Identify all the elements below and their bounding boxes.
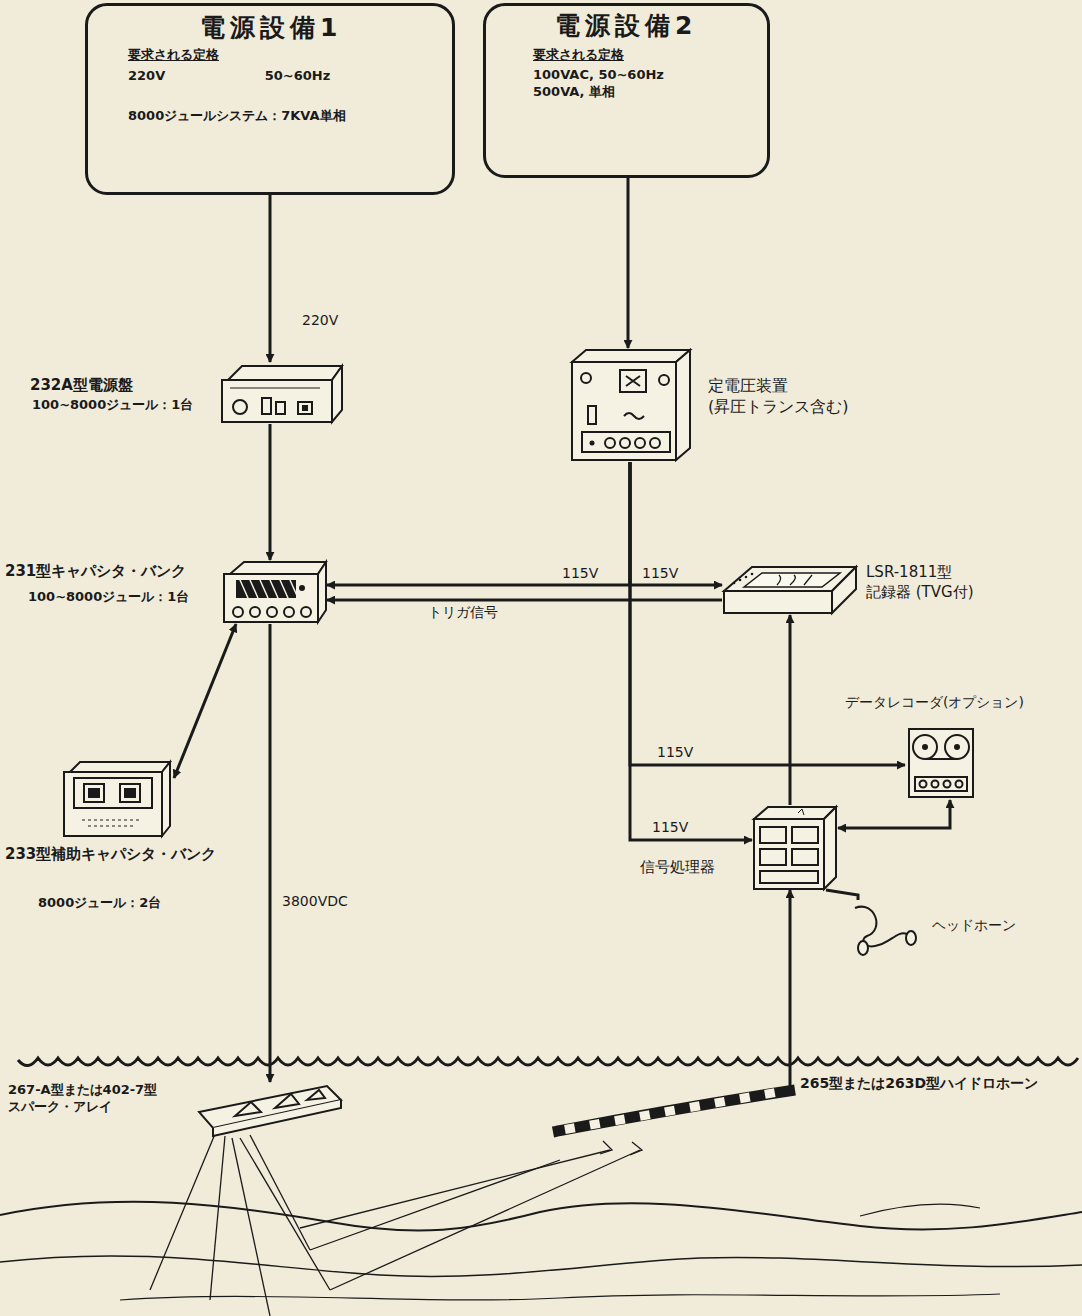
node-text: 8000ジュールシステム：7KVA単相 bbox=[128, 108, 346, 125]
connector bbox=[789, 615, 792, 805]
node-text: 8000ジュール：2台 bbox=[38, 895, 161, 912]
proc-unit: 信号処理器 bbox=[752, 805, 838, 890]
connector bbox=[269, 624, 272, 1082]
connector bbox=[630, 462, 905, 765]
edge-label: トリガ信号 bbox=[426, 604, 500, 621]
edge-label: 115V bbox=[655, 744, 695, 761]
rec-unit: LSR-1811型 記録器 (TVG付) bbox=[722, 565, 858, 615]
node-heading: 電源設備2 bbox=[555, 10, 697, 43]
node-heading: 231型キャパシタ・バンク bbox=[5, 562, 186, 582]
node-text: 100VAC, 50~60Hz 500VA, 単相 bbox=[533, 67, 683, 101]
connector bbox=[327, 462, 630, 585]
node-heading: 定電圧装置 (昇圧トランス含む) bbox=[708, 376, 858, 418]
node-heading: 267-A型または402-7型 スパーク・アレイ bbox=[8, 1082, 193, 1116]
phones-unit: ヘッドホーン bbox=[845, 900, 915, 955]
aux-drawing bbox=[62, 758, 174, 838]
seabed bbox=[0, 1202, 1082, 1300]
edge-label: 3800VDC bbox=[280, 893, 350, 910]
connector bbox=[327, 599, 722, 602]
connector bbox=[630, 462, 752, 840]
panel-drawing bbox=[220, 362, 345, 424]
edge-label: 220V bbox=[300, 312, 340, 329]
node-text: 100~8000ジュール：1台 bbox=[28, 589, 189, 606]
hydro-drawing bbox=[545, 1088, 805, 1138]
node-heading: 232A型電源盤 bbox=[30, 376, 133, 396]
hydro-unit: 265型または263D型ハイドロホーン bbox=[545, 1088, 805, 1138]
cap-drawing bbox=[222, 560, 327, 624]
panel-unit: 232A型電源盤100~8000ジュール：1台 bbox=[220, 362, 345, 424]
node-heading: 電源設備1 bbox=[200, 12, 342, 45]
node-text: 220V 50~60Hz bbox=[128, 68, 330, 85]
phones-drawing bbox=[845, 900, 915, 955]
node-heading: ヘッドホーン bbox=[932, 916, 1016, 934]
edge-label: 115V bbox=[640, 565, 680, 582]
tape-drawing bbox=[905, 725, 977, 800]
reg-unit: 定電圧装置 (昇圧トランス含む) bbox=[570, 348, 692, 462]
spark-unit: 267-A型または402-7型 スパーク・アレイ bbox=[195, 1082, 345, 1138]
node-heading: 265型または263D型ハイドロホーン bbox=[800, 1074, 1038, 1092]
spark-drawing bbox=[195, 1082, 345, 1138]
aux-unit: 233型補助キャパシタ・バンク8000ジュール：2台 bbox=[62, 758, 174, 838]
node-heading: LSR-1811型 記録器 (TVG付) bbox=[866, 563, 976, 602]
power-supply-box: 電源設備2 要求される定格 100VAC, 50~60Hz 500VA, 単相 bbox=[483, 3, 770, 178]
node-text: 100~8000ジュール：1台 bbox=[32, 397, 193, 414]
edge-label: 115V bbox=[650, 819, 690, 836]
edge-label: 115V bbox=[560, 565, 600, 582]
node-heading: データレコーダ(オプション) bbox=[845, 693, 1024, 711]
proc-drawing bbox=[752, 805, 838, 890]
cap-unit: 231型キャパシタ・バンク100~8000ジュール：1台 bbox=[222, 560, 327, 624]
node-heading: 233型補助キャパシタ・バンク bbox=[5, 845, 216, 865]
connector bbox=[630, 462, 722, 585]
connector bbox=[269, 424, 272, 560]
power-supply-box: 電源設備1 要求される定格 220V 50~60Hz 8000ジュールシステム：7KV… bbox=[85, 3, 455, 195]
connector bbox=[269, 195, 272, 362]
sound-rays bbox=[150, 1134, 642, 1316]
sea-surface bbox=[18, 1058, 1078, 1066]
connector bbox=[174, 624, 236, 778]
node-heading: 信号処理器 bbox=[640, 858, 715, 878]
connector bbox=[627, 178, 630, 348]
wave-line bbox=[18, 1058, 1078, 1066]
connector bbox=[789, 890, 792, 1088]
node-text: 要求される定格 bbox=[128, 47, 219, 64]
connector bbox=[838, 800, 950, 828]
rec-drawing bbox=[722, 565, 858, 615]
node-text: 要求される定格 bbox=[533, 47, 624, 64]
tape-unit: データレコーダ(オプション) bbox=[905, 725, 977, 800]
connector bbox=[826, 890, 858, 900]
reg-drawing bbox=[570, 348, 692, 462]
